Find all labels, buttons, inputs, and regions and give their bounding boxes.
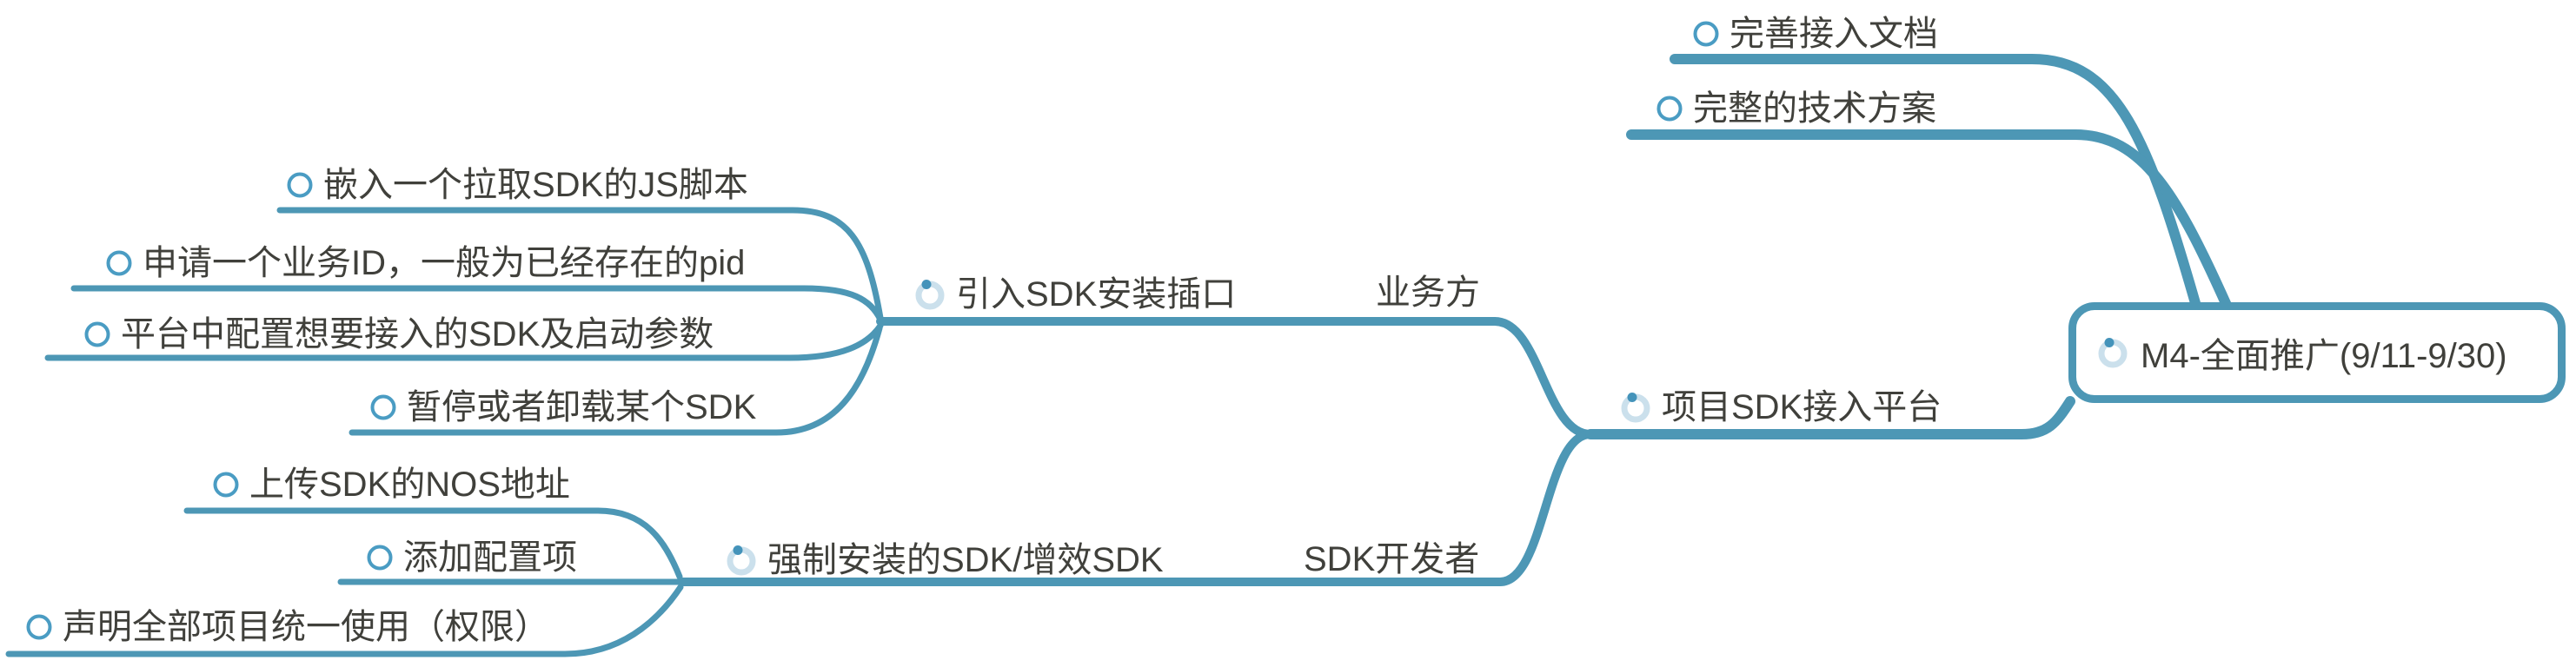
root-topic[interactable]: M4-全面推广(9/11-9/30) [2068,302,2566,403]
connector-tech-plan-branch [1626,129,2234,314]
topic-label: 完善接入文档 [1730,15,1938,53]
topic-js-script[interactable]: 嵌入一个拉取SDK的JS脚本 [287,163,748,207]
topic-label: 上传SDK的NOS地址 [249,466,570,504]
topic-label: 平台中配置想要接入的SDK及启动参数 [121,315,714,353]
topic-permission[interactable]: 声明全部项目统一使用（权限） [26,605,549,649]
connector-leaf-nos-address [183,507,683,580]
empty-circle-icon [370,394,396,420]
empty-circle-icon [367,545,393,571]
connector-leaf-business-id [70,285,884,323]
topic-nos-address[interactable]: 上传SDK的NOS地址 [213,463,570,506]
connector-leaf-js-script [276,207,884,321]
topic-label: 引入SDK安装插口 [956,275,1237,314]
topic-label: 项目SDK接入平台 [1662,388,1942,426]
topic-label: 声明全部项目统一使用（权限） [63,608,549,646]
topic-label: 强制安装的SDK/增效SDK [767,541,1164,579]
edge-label-text: 业务方 [1376,274,1480,312]
progress-circle-icon [915,280,945,310]
progress-circle-icon [727,545,756,576]
connector-platform-branch [1585,396,2075,439]
topic-label: 添加配置项 [403,538,577,577]
connector-sdk-dev-branch [678,430,1595,586]
empty-circle-icon [26,614,52,640]
topic-docs[interactable]: 完善接入文档 [1693,12,1938,56]
empty-circle-icon [1693,21,1719,47]
root-topic-label: M4-全面推广(9/11-9/30) [2141,337,2507,375]
connector-leaf-permission [5,584,684,657]
topic-platform-config[interactable]: 平台中配置想要接入的SDK及启动参数 [84,313,714,356]
empty-circle-icon [287,172,313,198]
topic-tech-plan[interactable]: 完整的技术方案 [1656,87,1936,130]
topic-label: 完整的技术方案 [1693,89,1936,128]
empty-circle-icon [106,250,132,276]
edge-label-sdk-developer[interactable]: SDK开发者 [1304,538,1479,581]
topic-sdk-platform[interactable]: 项目SDK接入平台 [1620,386,1942,429]
topic-forced-sdk[interactable]: 强制安装的SDK/增效SDK [726,538,1164,582]
empty-circle-icon [1656,96,1683,122]
connector-docs-branch [1670,54,2202,314]
edge-label-business[interactable]: 业务方 [1376,271,1480,314]
progress-circle-icon [1621,393,1650,423]
connector-business-branch [876,317,1595,439]
empty-circle-icon [213,472,239,498]
topic-pause-uninstall[interactable]: 暂停或者卸载某个SDK [370,386,756,429]
topic-add-config[interactable]: 添加配置项 [367,536,577,579]
empty-circle-icon [84,321,110,347]
topic-label: 暂停或者卸载某个SDK [407,388,757,426]
connector-leaf-platform-config [44,322,884,361]
topic-sdk-install-socket[interactable]: 引入SDK安装插口 [914,273,1236,316]
progress-circle-icon [2098,338,2128,368]
connector-leaf-pause-uninstall [349,325,883,436]
edge-label-text: SDK开发者 [1304,540,1480,578]
topic-label: 嵌入一个拉取SDK的JS脚本 [323,166,748,204]
topic-business-id[interactable]: 申请一个业务ID，一般为已经存在的pid [106,241,745,285]
topic-label: 申请一个业务ID，一般为已经存在的pid [143,244,746,282]
